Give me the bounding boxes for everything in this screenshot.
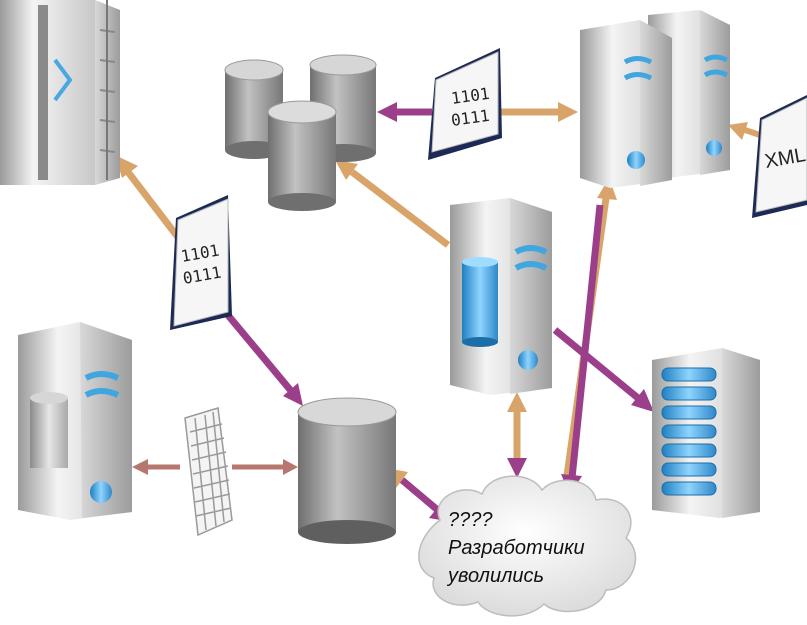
left-server-icon [18, 322, 132, 520]
data-stream-icon [184, 407, 233, 537]
database-icon [267, 100, 337, 211]
arrow-leftserver-db [132, 459, 298, 475]
binary-document-icon: 1101 0111 [428, 48, 502, 160]
database-cluster-icon [224, 54, 377, 211]
cloud-line3: уволились [446, 565, 544, 587]
arrow-doc-to-database [219, 305, 303, 406]
arrow-doc-to-servers [500, 102, 578, 122]
server-pair-icon [580, 10, 730, 188]
cloud-shape: ???? Разработчики уволились [418, 475, 637, 617]
arrow-main-cloud [507, 392, 527, 478]
cloud-line2: Разработчики [448, 537, 585, 559]
arrow-xml-to-server [728, 122, 761, 140]
binary-document-icon: 1101 0111 [170, 195, 232, 330]
arrow-main-to-storage [552, 327, 654, 412]
arrow-doc-to-mainframe [115, 155, 183, 243]
server-icon [580, 20, 672, 188]
main-server-icon [450, 198, 552, 395]
arrow-dbcluster-doc [377, 102, 432, 122]
arrow-main-to-dbcluster [335, 160, 451, 248]
storage-rack-icon [652, 348, 760, 518]
database-icon [297, 397, 397, 544]
cloud-line1: ???? [448, 509, 493, 531]
xml-document-icon: XML [752, 95, 807, 218]
arrows [115, 102, 761, 522]
mainframe-icon [0, 0, 120, 185]
